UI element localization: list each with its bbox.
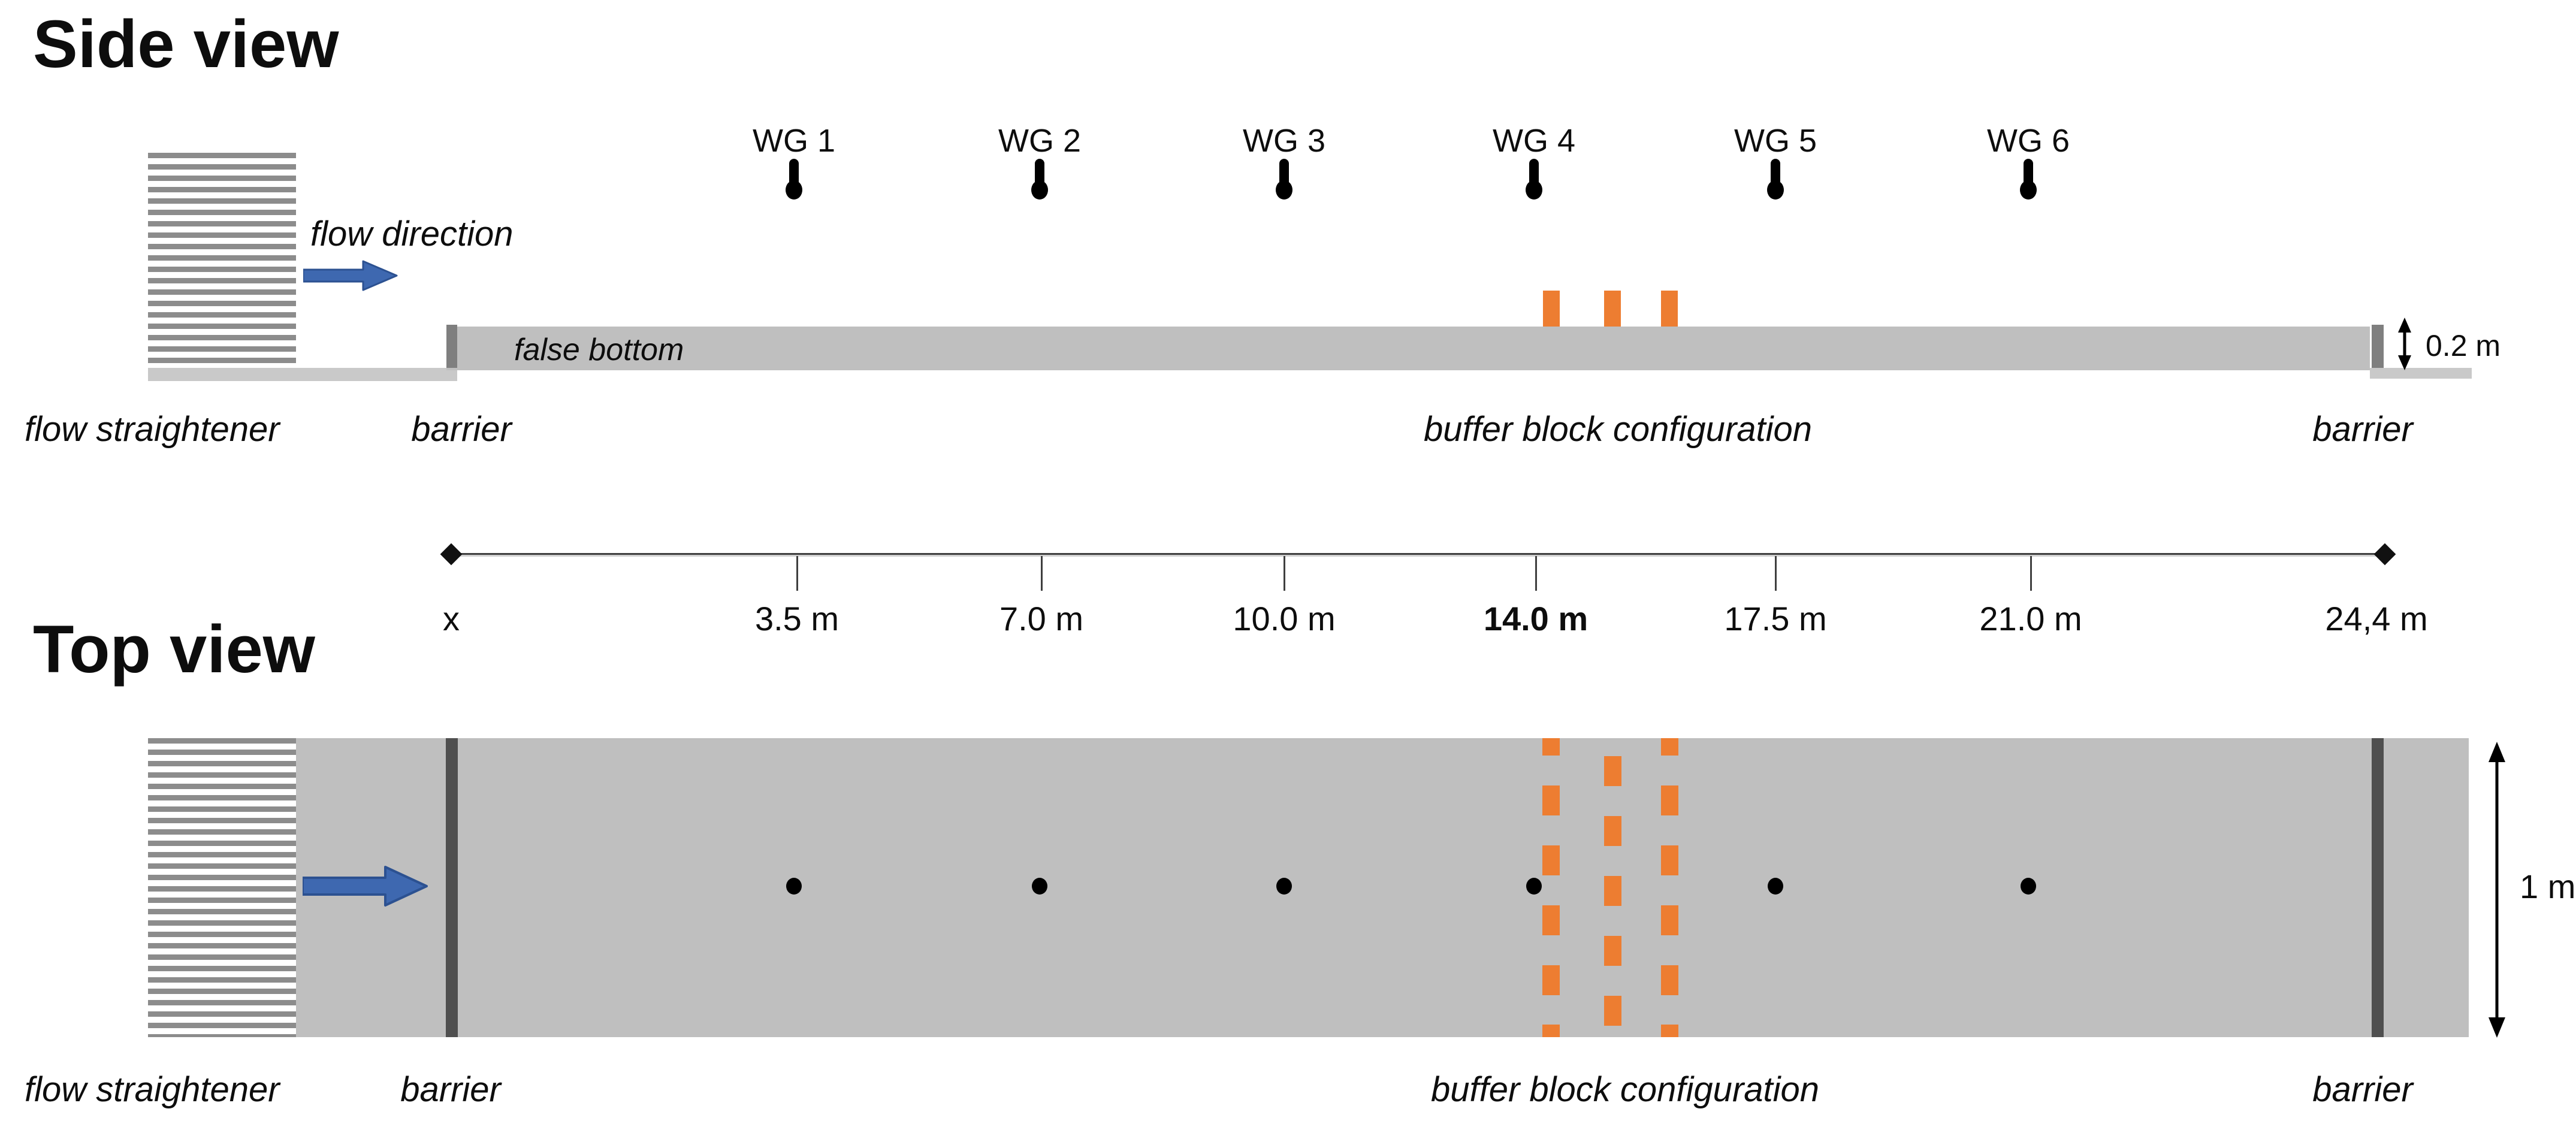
ruler-end-diamond-icon [2373,543,2396,566]
wave-gauge-tip-icon [2020,180,2037,200]
caption-flow-straightener-side: flow straightener [25,410,280,449]
barrier-right-side [2372,325,2384,368]
barrier-right-top [2372,738,2384,1037]
flume-floor-right [2370,368,2472,379]
ruler-tick [1775,556,1777,591]
ruler-line [451,553,2385,555]
ruler-tick [1535,556,1537,591]
wave-gauge-dot-1 [786,878,802,895]
wave-gauge-2-label: WG 2 [998,123,1082,159]
width-arrow-icon [2489,742,2505,1038]
ruler-tick-label-14-0: 14.0 m [1483,600,1589,637]
wave-gauge-tip-icon [1031,180,1048,200]
caption-barrier-right-side: barrier [2312,410,2413,449]
ruler-tick-label-21-0: 21.0 m [1979,600,2082,637]
wave-gauge-tip-icon [1276,180,1292,200]
flow-direction-label: flow direction [310,214,514,253]
ruler-tick-label-7-0: 7.0 m [999,600,1084,637]
ruler-end-label: 24,4 m [2325,600,2428,637]
flow-direction-arrow-top-icon [303,866,428,907]
caption-buffer-blocks-side: buffer block configuration [1423,410,1813,449]
ruler-tick [2030,556,2032,591]
width-label: 1 m [2520,868,2576,905]
caption-barrier-right-top: barrier [2312,1070,2413,1109]
false-bottom [446,327,2370,370]
false-bottom-label: false bottom [514,333,684,367]
buffer-block-side-2 [1604,291,1621,327]
buffer-block-row-3 [1661,738,1678,1037]
caption-flow-straightener-top: flow straightener [25,1070,280,1109]
ruler-tick-label-3-5: 3.5 m [754,600,839,637]
ruler-tick [1041,556,1043,591]
wave-gauge-1-label: WG 1 [752,123,836,159]
depth-label: 0.2 m [2426,329,2501,362]
wave-gauge-6-label: WG 6 [1986,123,2070,159]
wave-gauge-dot-2 [1032,878,1047,895]
wave-gauge-5-label: WG 5 [1734,123,1817,159]
ruler-tick-label-17-5: 17.5 m [1724,600,1827,637]
caption-barrier-left-top: barrier [400,1070,501,1109]
buffer-block-side-1 [1543,291,1560,327]
wave-gauge-4-label: WG 4 [1492,123,1576,159]
ruler-origin-diamond-icon [440,543,463,566]
ruler-tick-label-10-0: 10.0 m [1233,600,1336,637]
wave-gauge-tip-icon [1526,180,1542,200]
barrier-left-side [446,325,457,368]
depth-arrow-icon [2398,318,2411,370]
barrier-left-top [446,738,458,1037]
wave-gauge-dot-4 [1526,878,1542,895]
buffer-block-side-3 [1661,291,1678,327]
flow-straightener-side [148,153,296,368]
wave-gauge-3-label: WG 3 [1242,123,1326,159]
top-view-title: Top view [33,612,315,687]
flume-floor-left [148,368,457,381]
caption-barrier-left-side: barrier [411,410,512,449]
wave-gauge-tip-icon [786,180,802,200]
wave-gauge-tip-icon [1767,180,1784,200]
flume-channel-top [296,738,2469,1037]
wave-gauge-dot-3 [1276,878,1292,895]
caption-buffer-blocks-top: buffer block configuration [1430,1070,1820,1109]
flow-straightener-top [148,738,296,1037]
buffer-block-row-2 [1604,738,1621,1037]
buffer-block-row-1 [1542,738,1560,1037]
ruler-line-shadow [451,555,2385,557]
flow-direction-arrow-icon [303,260,398,291]
ruler-tick [1284,556,1285,591]
wave-gauge-dot-6 [2021,878,2036,895]
side-view-title: Side view [33,7,339,81]
wave-gauge-dot-5 [1768,878,1783,895]
ruler-tick [796,556,798,591]
ruler-origin-label: x [443,600,460,637]
